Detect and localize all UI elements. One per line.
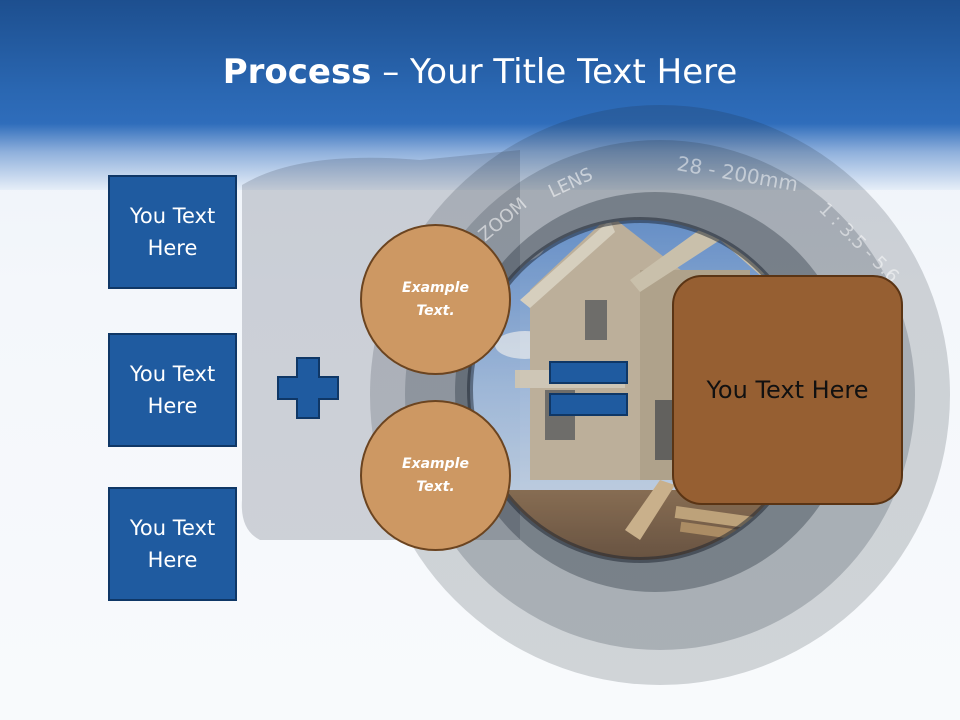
left-box-label: You Text Here [129,516,216,572]
slide-title: Process – Your Title Text Here [0,52,960,92]
left-box-label: You Text Here [129,362,216,418]
result-box[interactable]: You Text Here [672,275,903,505]
circle-label: Example Text. [402,279,469,319]
header-band [0,0,960,190]
left-box-2[interactable]: You Text Here [108,333,237,447]
plus-icon [277,357,339,419]
title-rest: – Your Title Text Here [371,52,738,92]
example-circle-2[interactable]: Example Text. [360,400,511,551]
result-label: You Text Here [706,376,869,404]
left-box-1[interactable]: You Text Here [108,175,237,289]
title-bold: Process [222,52,372,92]
equals-icon [549,361,628,416]
circle-label: Example Text. [402,455,469,495]
left-box-3[interactable]: You Text Here [108,487,237,601]
example-circle-1[interactable]: Example Text. [360,224,511,375]
left-box-label: You Text Here [129,204,216,260]
